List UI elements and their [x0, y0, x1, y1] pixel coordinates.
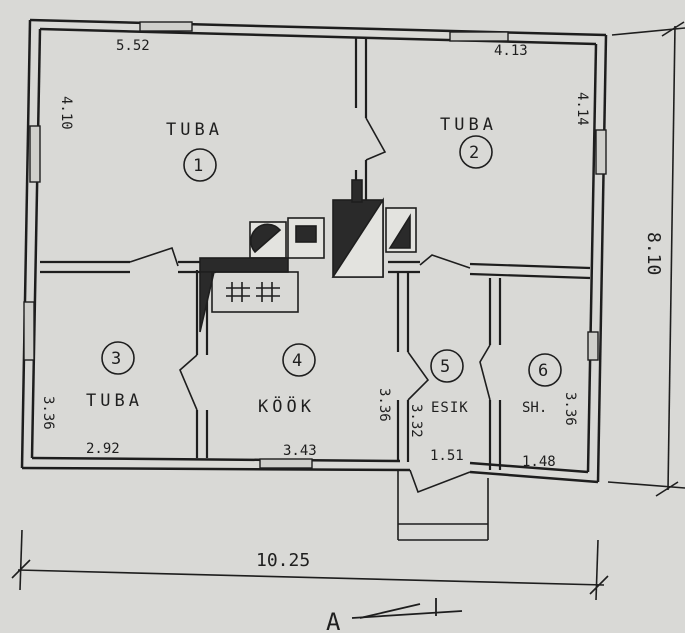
door-room1-room2 — [365, 117, 387, 161]
room-5-marker — [430, 349, 464, 383]
dim-hall-height: 3.32 — [408, 404, 424, 438]
room-6-marker — [528, 353, 562, 387]
door-kitchen-hall — [407, 351, 430, 401]
room-1-number: 1 — [193, 156, 203, 176]
window-room2-right — [595, 129, 607, 175]
stove-corner — [199, 271, 216, 333]
door-hall — [419, 254, 471, 269]
section-marker — [351, 598, 463, 619]
window-room2-top — [449, 31, 509, 42]
window-kitchen-bottom — [259, 458, 313, 469]
window-bath-right — [587, 331, 599, 361]
section-label: A — [326, 608, 341, 633]
dim-room3-width: 2.92 — [86, 441, 120, 457]
hearth-wedge — [199, 257, 289, 273]
window-room3-left — [23, 301, 35, 361]
room-markers — [101, 135, 562, 387]
entrance-porch — [397, 470, 489, 541]
outer-walls — [20, 18, 608, 484]
windows — [23, 21, 607, 469]
room-1-name: TUBA — [166, 120, 223, 140]
interior-walls — [40, 38, 591, 470]
dim-room2-width: 4.13 — [494, 43, 528, 59]
dim-kitchen-width: 3.43 — [283, 443, 317, 459]
door-kitchen-room3 — [179, 354, 198, 411]
room-3-name: TUBA — [86, 391, 143, 411]
room-4-number: 4 — [292, 351, 302, 371]
room-1-marker — [183, 148, 217, 182]
dim-bath-height: 3.36 — [562, 392, 578, 426]
window-room1-left — [29, 125, 41, 183]
dim-room1-height: 4.10 — [58, 96, 74, 130]
dim-hall-width: 1.51 — [430, 448, 464, 464]
room-4-marker — [282, 343, 316, 377]
dim-room2-height: 4.14 — [574, 92, 590, 126]
dim-bath-width: 1.48 — [522, 454, 556, 470]
door-bath — [479, 344, 491, 401]
room-6-number: 6 — [538, 361, 548, 381]
dim-total-height: 8.10 — [643, 232, 664, 275]
dim-kitchen-height: 3.36 — [376, 388, 392, 422]
room-2-number: 2 — [469, 143, 479, 163]
cooktop — [211, 271, 299, 313]
door-room3 — [129, 246, 179, 267]
window-room1-top — [139, 21, 193, 32]
room-5-name: ESIK — [431, 400, 469, 416]
dim-room3-height: 3.36 — [40, 396, 56, 430]
dim-total-width: 10.25 — [256, 550, 310, 571]
room-2-marker — [459, 135, 493, 169]
room-4-name: KÖÖK — [258, 395, 315, 417]
chimney-top — [351, 179, 363, 203]
doors — [129, 117, 491, 494]
room-3-marker — [101, 341, 135, 375]
overall-dimension-lines — [11, 21, 685, 601]
room-6-name: SH. — [522, 400, 547, 416]
stove-block — [199, 179, 417, 333]
door-entrance — [409, 469, 471, 494]
dim-room1-width: 5.52 — [116, 38, 150, 54]
room-5-number: 5 — [440, 357, 450, 377]
room-2-name: TUBA — [440, 115, 497, 135]
room-3-number: 3 — [111, 349, 121, 369]
